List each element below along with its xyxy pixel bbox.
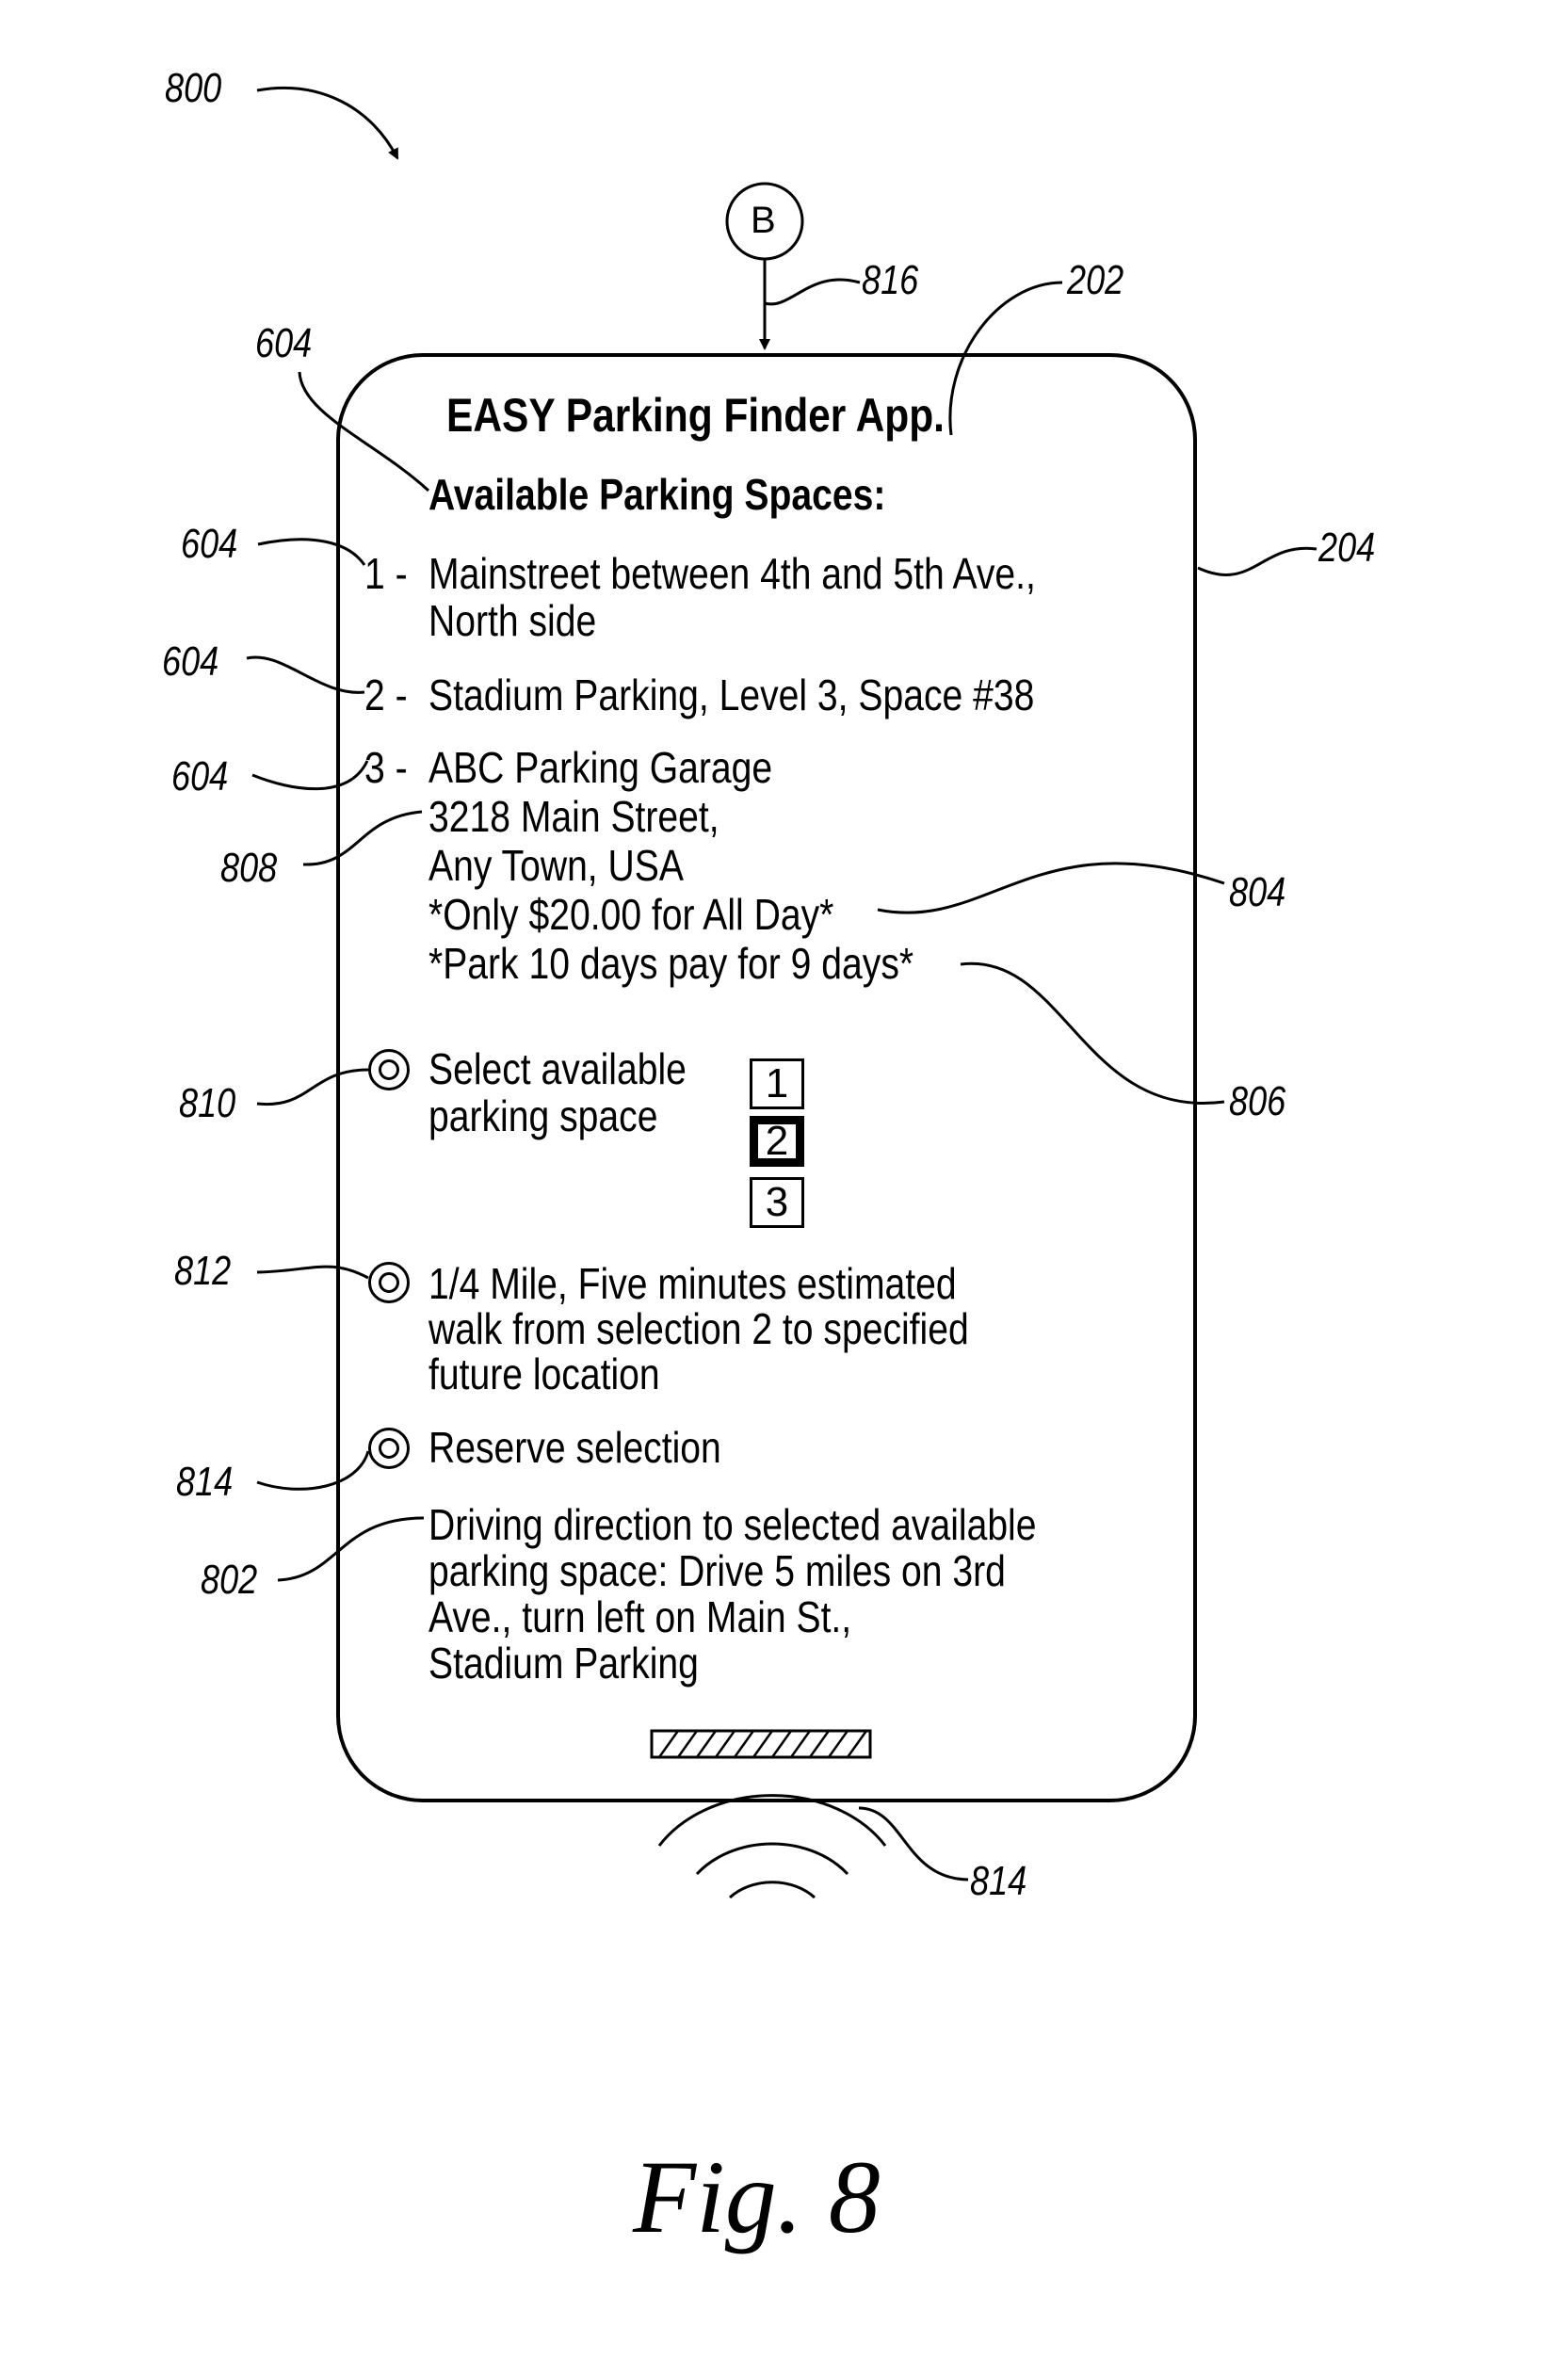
space-selector-2-selected[interactable]: 2 [750,1116,804,1167]
figure-reference-label: 800 [165,68,221,109]
select-option-line-1: Select available [428,1045,687,1092]
space-2-line-1[interactable]: Stadium Parking, Level 3, Space #38 [428,671,1034,719]
figure-caption: Fig. 8 [633,2145,881,2249]
wireless-arc-outer [659,1796,885,1846]
space-1-line-1[interactable]: Mainstreet between 4th and 5th Ave., [428,550,1036,597]
space-3-price-offer: *Only $20.00 for All Day* [428,891,833,938]
directions-line-3: Ave., turn left on Main St., [428,1593,851,1640]
space-selector-3[interactable]: 3 [750,1177,804,1228]
ref-wireless: 814 [970,1861,1026,1902]
reserve-option-label[interactable]: Reserve selection [428,1424,721,1471]
directions-line-1: Driving direction to selected available [428,1501,1036,1548]
reserve-radio-button[interactable] [368,1428,410,1469]
ref-title: 202 [1067,260,1123,301]
wireless-arc-middle [697,1844,848,1874]
select-radio-button[interactable] [368,1049,410,1090]
space-3-line-1[interactable]: ABC Parking Garage [428,744,772,791]
walk-option-line-3: future location [428,1350,660,1397]
space-selector-1[interactable]: 1 [750,1058,804,1109]
ref-discount: 806 [1229,1081,1285,1122]
home-bar [652,1731,870,1757]
directions-line-2: parking space: Drive 5 miles on 3rd [428,1547,1006,1594]
ref-price: 804 [1229,872,1285,913]
figure-pointer-arrow [257,88,397,158]
space-1-line-2[interactable]: North side [428,597,596,644]
ref-item1: 604 [181,524,237,565]
ref-select: 810 [179,1083,235,1124]
select-option-line-2: parking space [428,1092,657,1139]
ref-item2: 604 [162,641,218,683]
ref-address: 808 [220,848,277,889]
ref-reserve: 814 [176,1462,233,1503]
walk-option-line-1: 1/4 Mile, Five minutes estimated [428,1260,957,1307]
walk-option-line-2: walk from selection 2 to specified [428,1305,969,1352]
space-3-discount-offer: *Park 10 days pay for 9 days* [428,940,913,987]
ref-device: 204 [1318,527,1375,569]
walk-radio-button[interactable] [368,1262,410,1303]
ref-heading: 604 [255,323,312,364]
app-title: EASY Parking Finder App. [446,392,945,439]
space-3-address: 3218 Main Street, [428,793,719,840]
ref-item3: 604 [171,756,228,798]
space-3-city: Any Town, USA [428,842,684,889]
ref-walk: 812 [174,1251,231,1292]
connector-label: B [751,202,776,239]
space-2-number: 2 - [364,671,408,719]
ref-directions: 802 [201,1559,257,1601]
space-3-number: 3 - [364,744,408,791]
list-heading: Available Parking Spaces: [428,471,885,518]
space-1-number: 1 - [364,550,408,597]
directions-line-4: Stadium Parking [428,1639,699,1687]
wireless-arc-inner [730,1882,815,1898]
ref-connector: 816 [862,260,918,301]
